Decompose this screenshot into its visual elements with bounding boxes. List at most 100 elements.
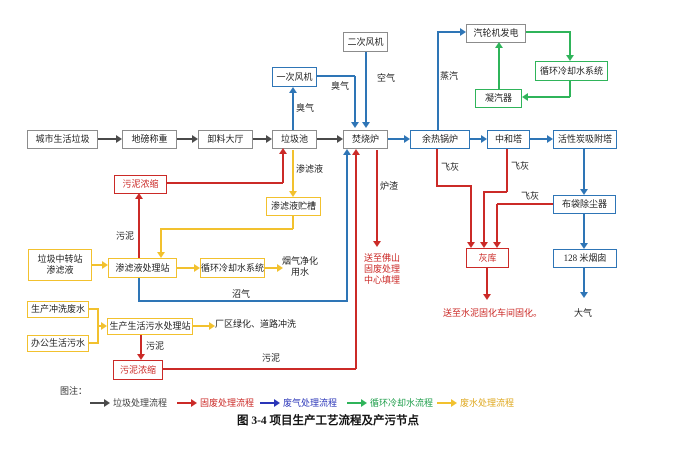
gas-flow-line xyxy=(388,138,404,140)
node-leachate-tank: 渗滤液贮槽 xyxy=(266,197,321,216)
wastewater-flow-line xyxy=(89,308,98,310)
solid-waste-flow-line xyxy=(486,268,488,294)
node-chimney: 128 米烟囱 xyxy=(553,249,617,268)
node-waste-heat-boiler-label: 余热锅炉 xyxy=(421,134,458,144)
solid-waste-flow-line xyxy=(163,368,356,370)
solid-waste-flow-line xyxy=(483,192,485,242)
solid-waste-flow-arrow xyxy=(483,294,491,300)
label-atmosphere: 大气 xyxy=(574,308,593,318)
gas-flow-arrow xyxy=(343,149,351,155)
gas-flow-line xyxy=(365,52,367,122)
garbage-flow-line xyxy=(317,138,337,140)
gas-flow-arrow xyxy=(580,189,588,195)
gas-flow-arrow xyxy=(580,292,588,298)
gas-flow-arrow xyxy=(362,122,370,128)
node-ash-silo: 灰库 xyxy=(466,248,509,268)
label-leachate: 渗滤液 xyxy=(296,164,324,174)
node-primary-fan-label: 一次风机 xyxy=(276,71,313,82)
wastewater-flow-line xyxy=(177,267,194,269)
label-foshan-landfill: 送至佛山 固废处理 中心填埋 xyxy=(364,253,401,285)
legend-wastewater-arrowhead xyxy=(451,399,457,407)
solid-waste-flow-line xyxy=(483,191,507,193)
wastewater-flow-arrow xyxy=(194,264,200,272)
solid-waste-flow-arrow xyxy=(480,242,488,248)
node-sludge-thickener-top: 污泥浓缩 xyxy=(114,175,167,194)
legend-gas-arrow-line xyxy=(260,402,274,404)
node-bag-filter-label: 布袋除尘器 xyxy=(561,199,607,209)
solid-waste-flow-arrow xyxy=(373,241,381,247)
node-transfer-leachate-label: 垃圾中转站 渗滤液 xyxy=(37,254,83,275)
node-city-waste-label: 城市生活垃圾 xyxy=(35,134,90,144)
cooling-flow-line xyxy=(498,48,500,89)
cooling-flow-line xyxy=(569,32,571,55)
node-carbon-tower-label: 活性炭吸附塔 xyxy=(557,134,612,144)
node-flush-wastewater-label: 生产冲洗废水 xyxy=(30,304,85,314)
node-chimney-label: 128 米烟囱 xyxy=(563,253,607,263)
legend-solid-waste-arrowhead xyxy=(191,399,197,407)
legend-solid-waste-label: 固废处理流程 xyxy=(200,398,255,408)
wastewater-flow-arrow xyxy=(289,191,297,197)
node-condenser: 凝汽器 xyxy=(475,89,522,108)
legend-garbage-arrow-line xyxy=(90,402,104,404)
legend-garbage-arrowhead xyxy=(104,399,110,407)
label-greening: 厂区绿化、道路冲洗 xyxy=(215,319,297,329)
label-slag: 炉渣 xyxy=(380,181,399,191)
node-cooling-water-top: 循环冷却水系统 xyxy=(535,61,608,81)
solid-waste-flow-arrow xyxy=(493,242,501,248)
wastewater-flow-line xyxy=(193,325,209,327)
node-flush-wastewater: 生产冲洗废水 xyxy=(27,301,89,318)
solid-waste-flow-line xyxy=(497,203,553,205)
gas-flow-arrow xyxy=(580,243,588,249)
node-office-sewage: 办公生活污水 xyxy=(27,335,89,352)
node-neutralization-tower-label: 中和塔 xyxy=(494,134,522,144)
label-sludge: 污泥 xyxy=(116,231,135,241)
gas-flow-arrow xyxy=(481,135,487,143)
garbage-flow-arrow xyxy=(192,135,198,143)
legend-solid-waste-arrow-line xyxy=(177,402,191,404)
label-sludge: 污泥 xyxy=(262,353,281,363)
label-fly-ash: 飞灰 xyxy=(511,161,530,171)
node-leachate-station: 渗滤液处理站 xyxy=(108,258,177,278)
wastewater-flow-line xyxy=(160,229,162,252)
solid-waste-flow-line xyxy=(506,149,508,192)
node-condenser-label: 凝汽器 xyxy=(484,93,512,103)
node-sewage-station-label: 生产生活污水处理站 xyxy=(109,321,191,331)
node-unloading-hall: 卸料大厅 xyxy=(198,130,253,149)
label-odor: 臭气 xyxy=(296,103,315,113)
node-weighbridge: 地磅称重 xyxy=(122,130,177,149)
node-sludge-thickener-bottom: 污泥浓缩 xyxy=(113,360,163,380)
garbage-flow-line xyxy=(98,138,116,140)
label-air: 空气 xyxy=(377,73,396,83)
node-sludge-thickener-top-label: 污泥浓缩 xyxy=(122,179,159,189)
solid-waste-flow-line xyxy=(355,155,357,369)
gas-flow-line xyxy=(583,149,585,189)
label-steam: 蒸汽 xyxy=(440,71,459,81)
solid-waste-flow-line xyxy=(496,204,498,242)
node-secondary-fan: 二次风机 xyxy=(343,32,388,52)
gas-flow-line xyxy=(530,138,547,140)
legend-gas-arrowhead xyxy=(274,399,280,407)
node-turbine-label: 汽轮机发电 xyxy=(473,28,519,38)
node-incinerator-label: 焚烧炉 xyxy=(351,134,379,144)
legend-wastewater-arrow-line xyxy=(437,402,451,404)
gas-flow-line xyxy=(470,138,481,140)
garbage-flow-arrow xyxy=(337,135,343,143)
gas-flow-line xyxy=(354,76,356,122)
wastewater-flow-arrow xyxy=(157,252,165,258)
solid-waste-flow-arrow xyxy=(467,242,475,248)
wastewater-flow-arrow xyxy=(102,261,108,269)
node-weighbridge-label: 地磅称重 xyxy=(131,134,168,144)
gas-flow-line xyxy=(583,214,585,243)
label-odor: 臭气 xyxy=(331,81,350,91)
node-unloading-hall-label: 卸料大厅 xyxy=(207,134,244,144)
gas-flow-line xyxy=(437,32,439,130)
gas-flow-line xyxy=(138,300,348,302)
garbage-flow-line xyxy=(177,138,192,140)
legend-cooling-label: 循环冷却水流程 xyxy=(370,398,434,408)
wastewater-flow-line xyxy=(265,267,277,269)
gas-flow-arrow xyxy=(351,122,359,128)
cooling-flow-line xyxy=(526,31,571,33)
wastewater-flow-line xyxy=(89,342,98,344)
gas-flow-line xyxy=(292,93,294,130)
